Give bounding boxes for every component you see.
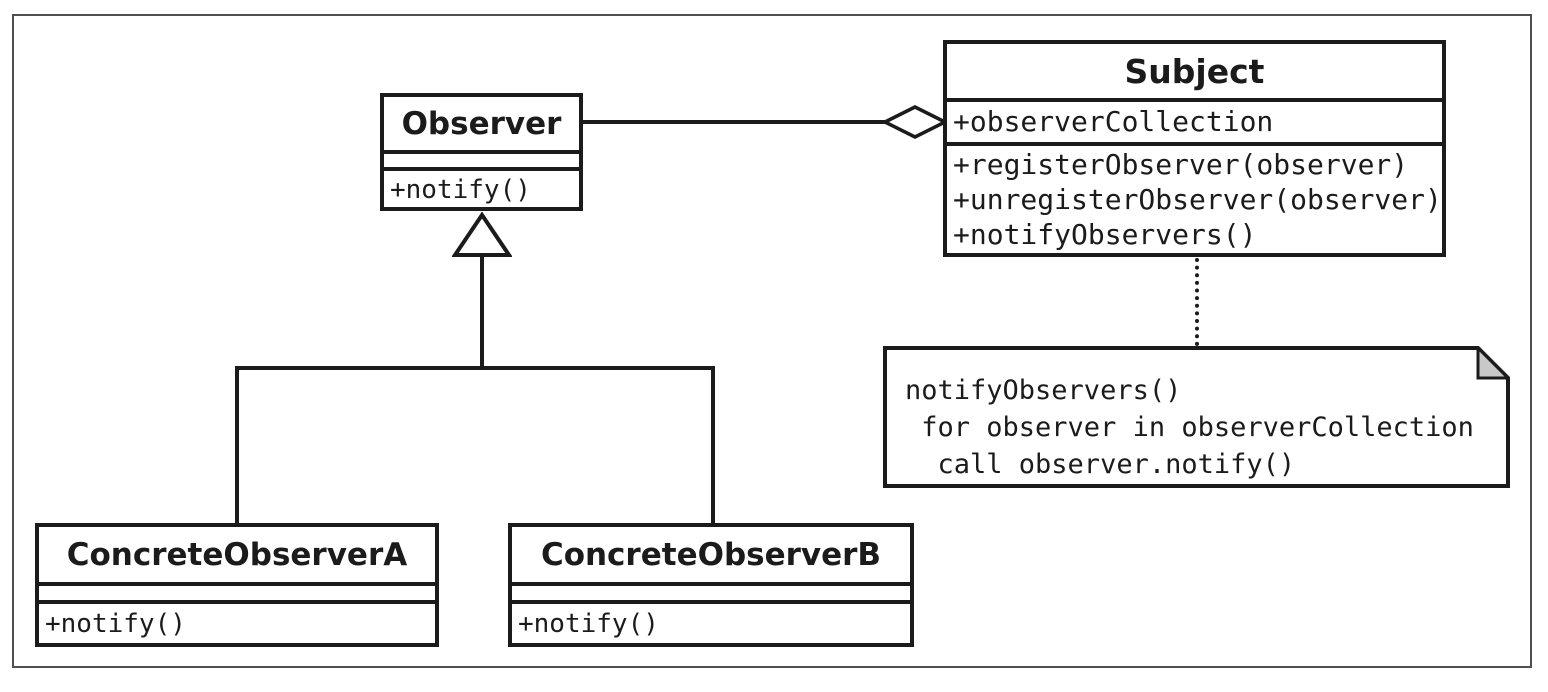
inheritance-stem-line <box>480 254 484 370</box>
method-subject-unregister: +unregisterObserver(observer) <box>953 183 1442 216</box>
note-anchor-line <box>1195 258 1199 346</box>
class-box-observer: Observer +notify() <box>380 93 583 211</box>
methods-compartment-concrete-a: +notify() <box>39 600 435 643</box>
note-line-1: notifyObservers() <box>905 375 1182 406</box>
inheritance-line-concrete-b <box>711 370 715 523</box>
methods-compartment-concrete-b: +notify() <box>512 600 910 643</box>
aggregation-diamond-icon <box>883 105 947 139</box>
method-concrete-a-notify: +notify() <box>45 609 186 639</box>
attributes-compartment-subject: +observerCollection <box>947 98 1442 142</box>
class-box-subject: Subject +observerCollection +registerObs… <box>943 40 1446 257</box>
class-box-concrete-observer-b: ConcreteObserverB +notify() <box>508 523 914 647</box>
attributes-compartment-concrete-b <box>512 582 910 600</box>
class-box-concrete-observer-a: ConcreteObserverA +notify() <box>35 523 439 647</box>
aggregation-line <box>583 120 885 124</box>
method-concrete-b-notify: +notify() <box>518 609 659 639</box>
note-outline-icon <box>883 346 1510 488</box>
uml-note: notifyObservers() for observer in observ… <box>883 346 1510 488</box>
attributes-compartment-concrete-a <box>39 582 435 600</box>
method-observer-notify: +notify() <box>390 175 531 205</box>
class-name-subject: Subject <box>1124 51 1265 91</box>
method-subject-register: +registerObserver(observer) <box>953 148 1409 181</box>
class-name-observer: Observer <box>401 105 562 142</box>
class-name-concrete-observer-a: ConcreteObserverA <box>66 536 408 573</box>
inheritance-branch-line <box>235 366 715 370</box>
note-text: notifyObservers() for observer in observ… <box>905 372 1474 483</box>
attribute-subject-observercollection: +observerCollection <box>953 105 1274 138</box>
methods-compartment-subject: +registerObserver(observer) +unregisterO… <box>947 142 1442 253</box>
class-name-concrete-observer-b: ConcreteObserverB <box>540 536 882 573</box>
note-line-3: call observer.notify() <box>905 449 1296 480</box>
inheritance-line-concrete-a <box>235 370 239 523</box>
methods-compartment-observer: +notify() <box>384 167 579 207</box>
note-line-2: for observer in observerCollection <box>905 412 1474 443</box>
inheritance-triangle-icon <box>452 212 512 257</box>
attributes-compartment-observer <box>384 150 579 167</box>
method-subject-notifyobservers: +notifyObservers() <box>953 218 1257 251</box>
